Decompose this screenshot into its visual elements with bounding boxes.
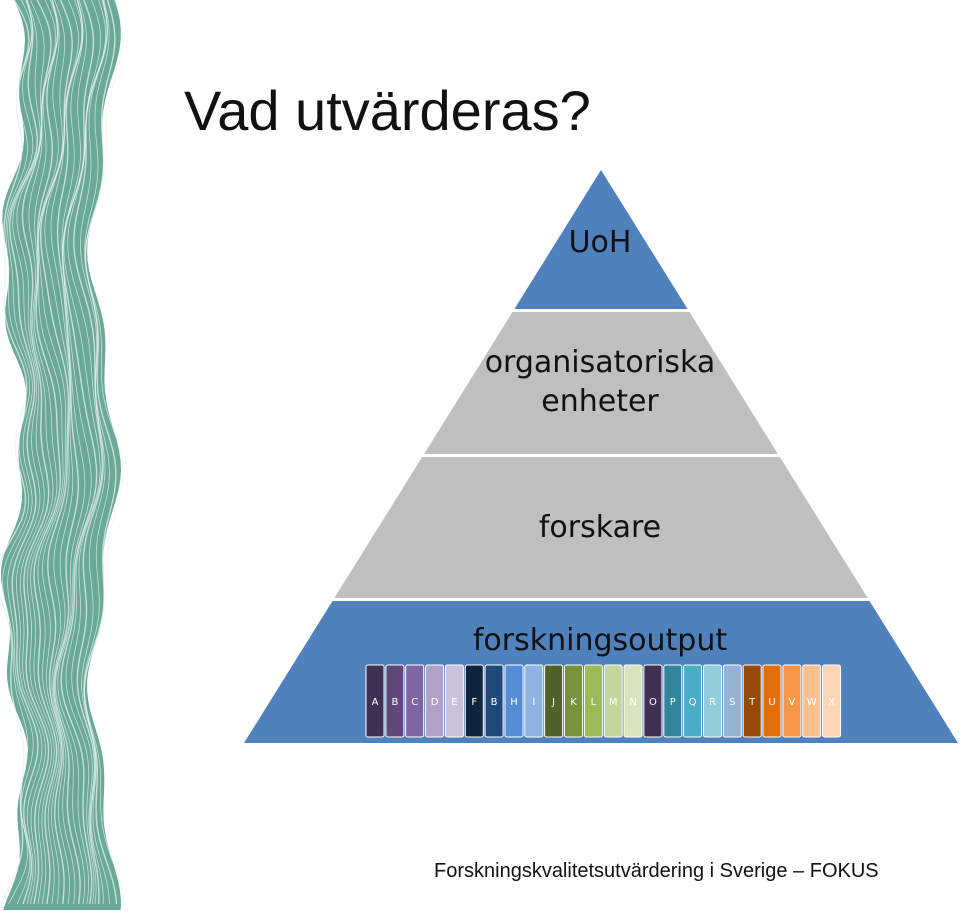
pyramid-tier-3-label: forskare [539, 510, 661, 545]
output-swatch [663, 664, 683, 738]
output-swatch-letter: B [491, 697, 498, 708]
wave-line [50, 0, 83, 905]
output-swatch [703, 664, 722, 738]
output-swatch [405, 664, 425, 738]
wave-line [44, 0, 80, 905]
output-swatch [524, 664, 544, 738]
wave-line [60, 0, 98, 905]
output-swatch-letter: T [748, 697, 756, 708]
output-swatch-letter: K [570, 697, 577, 708]
wave-line [57, 0, 92, 905]
output-swatch [822, 664, 841, 738]
output-swatch-letter: L [591, 697, 597, 708]
output-swatch-letter: O [649, 697, 657, 708]
pyramid-tier-3 [334, 457, 868, 598]
wave-line [2, 0, 33, 905]
output-swatch [425, 664, 445, 738]
wave-line [83, 0, 118, 905]
wave-line [37, 0, 64, 905]
output-swatch-letter: H [510, 697, 518, 708]
output-swatch [504, 664, 524, 738]
wave-line [38, 0, 67, 905]
output-swatch [484, 664, 504, 738]
output-swatch [643, 664, 663, 738]
output-swatch-letter: Q [689, 697, 697, 708]
wave-line [26, 0, 57, 905]
wave-line [0, 0, 30, 905]
wave-line [53, 0, 84, 905]
output-swatch [385, 664, 405, 738]
output-swatch [782, 664, 802, 738]
output-swatch [722, 664, 742, 738]
output-swatch-letter: D [431, 697, 439, 708]
output-swatch-letter: A [372, 697, 379, 708]
output-swatch-letter: J [551, 697, 555, 708]
wave-line [7, 0, 34, 905]
output-swatch-letter: I [532, 697, 535, 708]
pyramid-tier-4-label: forskningsoutput [473, 623, 727, 658]
output-swatch-letter: F [471, 697, 477, 708]
slide-title: Vad utvärderas? [184, 79, 591, 142]
output-swatch [544, 664, 564, 738]
output-swatch-letter: C [411, 697, 418, 708]
output-swatch-letter: P [670, 697, 676, 708]
output-swatch [623, 664, 643, 738]
wave-line [8, 0, 39, 905]
wave-line [21, 0, 52, 905]
slide-footer: Forskningskvalitetsutvärdering i Sverige… [434, 860, 879, 882]
output-swatch [742, 664, 762, 738]
output-swatch-letter: W [807, 697, 817, 708]
pyramid-tier-2-label: organisatoriska [485, 345, 716, 380]
output-swatch [564, 664, 583, 738]
output-swatch [444, 664, 464, 738]
output-swatch [603, 664, 623, 738]
output-swatch [464, 664, 484, 738]
output-swatch [583, 664, 603, 738]
output-swatch-letter: X [828, 697, 835, 708]
output-swatch-letter: M [609, 697, 618, 708]
output-swatch-letter: E [451, 697, 457, 708]
decorative-wave-stripe [0, 0, 124, 910]
wave-line [84, 0, 124, 905]
output-swatch-letter: S [729, 697, 735, 708]
output-swatch-letter: N [629, 697, 636, 708]
output-swatch-letter: B [391, 697, 398, 708]
output-swatch [802, 664, 822, 738]
pyramid-diagram: UoH organisatoriska enheter forskare forskni… [244, 170, 958, 743]
wave-line [73, 0, 108, 905]
wave-line [33, 0, 62, 905]
output-swatch [683, 664, 703, 738]
wave-line [55, 0, 86, 905]
pyramid-tier-2 [424, 312, 778, 454]
wave-line [30, 0, 59, 905]
pyramid-tier-2-label: enheter [541, 384, 659, 419]
output-swatch-letter: U [768, 697, 775, 708]
pyramid-tier-1-label: UoH [569, 225, 632, 260]
output-swatch [762, 664, 782, 738]
output-swatch-letter: R [709, 697, 716, 708]
pyramid-tier-1 [514, 170, 688, 309]
output-swatch [365, 664, 385, 738]
output-swatch-letter: V [788, 697, 795, 708]
wave-line [67, 0, 107, 905]
